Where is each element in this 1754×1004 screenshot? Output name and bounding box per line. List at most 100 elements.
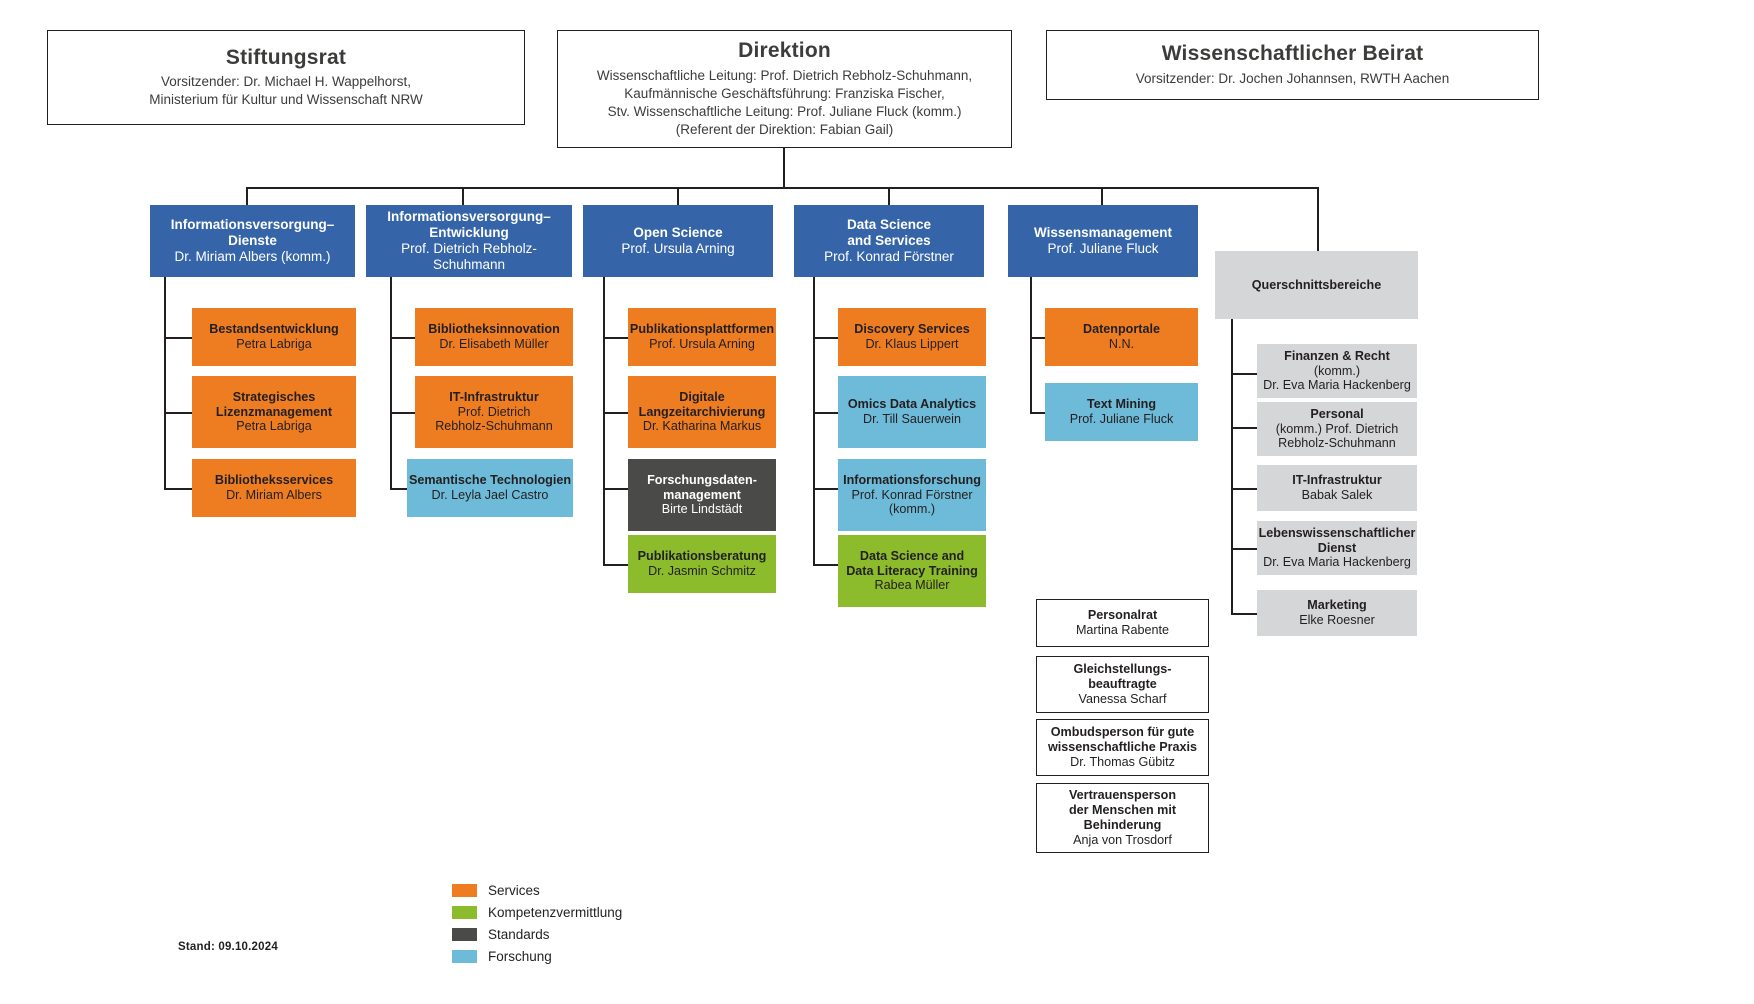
unit-lead: Dr. Leyla Jael Castro [431,488,549,502]
unit-title: Semantische Technologien [408,473,572,488]
cross-item-box[interactable]: Finanzen & Recht (komm.)Dr. Eva Maria Ha… [1257,344,1417,398]
connector-dept2-unit3 [390,488,415,490]
connector-cross-item1 [1231,373,1257,375]
connector-dept1-unit3 [164,488,192,490]
unit-box[interactable]: Omics Data Analytics Dr. Till Sauerwein [838,376,986,448]
unit-box[interactable]: Informationsforschung Prof. Konrad Först… [838,459,986,531]
connector-cross-item2 [1231,427,1257,429]
stiftungsrat-subtitle: Vorsitzender: Dr. Michael H. Wappelhorst… [149,74,423,108]
direktion-subtitle: Wissenschaftliche Leitung: Prof. Dietric… [596,67,973,137]
board-box-stiftungsrat: Stiftungsrat Vorsitzender: Dr. Michael H… [47,30,525,125]
cross-item-lead: (komm.)Dr. Eva Maria Hackenberg [1263,363,1411,393]
legend-label: Forschung [488,949,552,964]
legend-label: Services [488,883,540,898]
unit-lead: Dr. Miriam Albers [226,488,322,502]
cross-item-lead: Elke Roesner [1299,613,1375,627]
unit-title: Omics Data Analytics [847,397,977,412]
unit-box[interactable]: Bestandsentwicklung Petra Labriga [192,308,356,366]
legend-row: Kompetenzvermittlung [452,902,622,923]
dept-lead: Prof. Ursula Arning [621,241,735,256]
connector-dept3-unit3 [603,488,628,490]
connector-dept3-unit4 [603,564,628,566]
standalone-title: Personalrat [1087,608,1158,623]
legend-row: Standards [452,924,622,945]
unit-lead: Prof. Ursula Arning [649,337,755,351]
connector-dept1-spine [164,277,166,489]
unit-box[interactable]: Semantische Technologien Dr. Leyla Jael … [407,459,573,517]
unit-lead: Petra Labriga [236,337,312,351]
connector-dept2-spine [390,277,392,489]
connector-drop-dept-3 [677,187,679,205]
connector-drop-dept-1 [246,187,248,205]
connector-cross-item3 [1231,488,1257,490]
dept-header-informationsversorgung-dienste[interactable]: Informationsversorgung–Dienste Dr. Miria… [150,205,355,277]
unit-title: Bibliotheksservices [214,473,334,488]
connector-dept4-unit2 [813,412,838,414]
dept-lead: Prof. Dietrich Rebholz-Schuhmann [401,241,537,272]
connector-cross-spine [1231,319,1233,615]
connector-dept3-spine [603,277,605,565]
unit-title: Informationsforschung [843,472,981,487]
unit-box[interactable]: Bibliotheksservices Dr. Miriam Albers [192,459,356,517]
dept-header-wissensmanagement[interactable]: Wissensmanagement Prof. Juliane Fluck [1008,205,1198,277]
unit-box[interactable]: Datenportale N.N. [1045,308,1198,366]
connector-dept4-unit1 [813,337,838,339]
dept-title: Wissensmanagement [1034,225,1172,241]
board-box-beirat: Wissenschaftlicher Beirat Vorsitzender: … [1046,30,1539,100]
legend: Services Kompetenzvermittlung Standards … [452,880,622,968]
connector-dept1-unit1 [164,337,192,339]
standalone-lead: Vanessa Scharf [1078,691,1167,706]
standalone-box-personalrat[interactable]: Personalrat Martina Rabente [1036,599,1209,647]
connector-bus [246,187,1318,189]
beirat-subtitle: Vorsitzender: Dr. Jochen Johannsen, RWTH… [1135,70,1450,86]
dept-header-open-science[interactable]: Open Science Prof. Ursula Arning [583,205,773,277]
dept-header-informationsversorgung-entwicklung[interactable]: Informationsversorgung–Entwicklung Prof.… [366,205,572,277]
unit-box[interactable]: Text Mining Prof. Juliane Fluck [1045,383,1198,441]
unit-box[interactable]: Bibliotheksinnovation Dr. Elisabeth Müll… [415,308,573,366]
unit-box[interactable]: Forschungsdaten-management Birte Lindstä… [628,459,776,531]
unit-title: Bibliotheksinnovation [428,322,560,337]
standalone-title: Gleichstellungs-beauftragte [1073,662,1172,692]
cross-header-querschnittsbereiche[interactable]: Querschnittsbereiche [1215,251,1418,319]
cross-item-box[interactable]: IT-Infrastruktur Babak Salek [1257,465,1417,511]
standalone-box-gleichstellungsbeauftragte[interactable]: Gleichstellungs-beauftragte Vanessa Scha… [1036,656,1209,713]
legend-row: Services [452,880,622,901]
cross-item-lead: Dr. Eva Maria Hackenberg [1263,555,1411,570]
dept-lead: Prof. Juliane Fluck [1047,241,1159,256]
legend-label: Standards [488,927,550,942]
connector-direktion-drop [783,148,785,188]
unit-box[interactable]: Publikationsberatung Dr. Jasmin Schmitz [628,535,776,593]
connector-dept5-spine [1030,277,1032,413]
beirat-title: Wissenschaftlicher Beirat [1161,42,1424,66]
connector-dept3-unit1 [603,337,628,339]
unit-lead: N.N. [1108,337,1135,351]
unit-lead: Dr. Till Sauerwein [863,412,961,426]
unit-lead: Dr. Jasmin Schmitz [648,564,756,578]
cross-item-box[interactable]: Marketing Elke Roesner [1257,590,1417,636]
legend-swatch-kompetenzvermittlung [452,906,477,919]
legend-row: Forschung [452,946,622,967]
unit-title: Discovery Services [854,322,970,337]
standalone-lead: Martina Rabente [1075,623,1170,637]
unit-box[interactable]: Publikationsplattformen Prof. Ursula Arn… [628,308,776,366]
unit-box[interactable]: Discovery Services Dr. Klaus Lippert [838,308,986,366]
unit-title: Text Mining [1086,397,1157,412]
connector-drop-dept-4 [888,187,890,205]
unit-title: IT-Infrastruktur [449,389,539,404]
stiftungsrat-title: Stiftungsrat [225,45,347,69]
dept-lead: Prof. Konrad Förstner [824,248,954,264]
connector-drop-cross [1317,187,1319,251]
